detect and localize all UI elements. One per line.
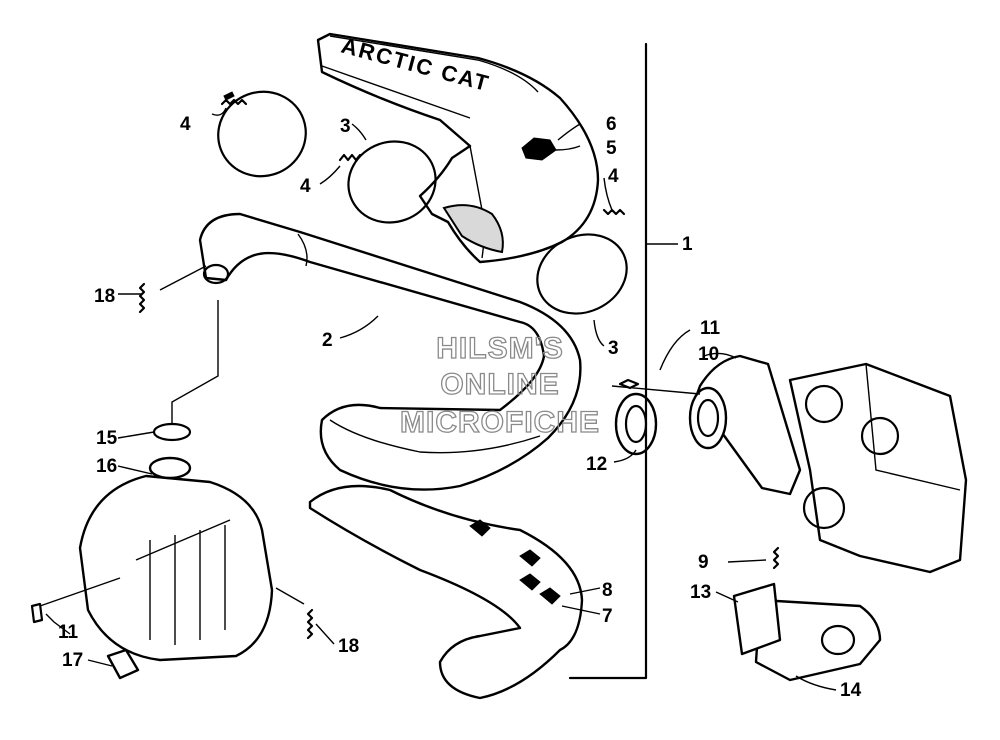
callout-4-right: 4	[608, 166, 619, 187]
callout-7: 7	[602, 606, 613, 627]
callout-6: 6	[606, 114, 617, 135]
callout-labels: 1 2 3 3 4 4 4 5 6 7 8 9 10 11 11 12 13 1…	[58, 114, 862, 701]
lower-heat-shield	[308, 484, 584, 700]
watermark-line-3: MICROFICHE	[400, 406, 600, 439]
clamp-ring-right	[536, 233, 628, 315]
upper-heat-shield: ARCTIC CAT	[316, 33, 600, 264]
engine-block	[788, 362, 968, 574]
callout-18-left: 18	[94, 286, 115, 307]
leader-lines	[39, 107, 837, 691]
callout-8: 8	[602, 580, 613, 601]
callout-1: 1	[682, 234, 693, 255]
callout-5: 5	[606, 138, 617, 159]
exhaust-manifold	[688, 354, 802, 496]
callout-3-upper: 3	[340, 116, 351, 137]
flange-plate	[732, 582, 882, 682]
callout-18-bottom: 18	[338, 636, 359, 657]
watermark-line-1: HILSM'S	[436, 332, 563, 365]
clip-11-left	[30, 602, 44, 624]
callout-15: 15	[96, 428, 118, 449]
gasket-15	[152, 422, 192, 442]
callout-11-right: 11	[700, 318, 721, 339]
watermark: HILSM'S ONLINE MICROFICHE	[399, 331, 600, 439]
spring-18-left	[138, 282, 146, 314]
spring-9	[772, 546, 780, 570]
callout-4-left: 4	[180, 114, 191, 135]
assembly-bracket-line	[568, 42, 648, 680]
callout-4-middle: 4	[300, 176, 311, 197]
callout-12: 12	[586, 454, 607, 475]
spring-4-middle	[338, 153, 362, 162]
spring-4-upper-left	[220, 98, 248, 106]
callout-3-lower: 3	[608, 338, 619, 359]
callout-13: 13	[690, 582, 711, 603]
callout-2: 2	[322, 330, 333, 351]
exhaust-seal-12	[614, 392, 658, 456]
muffler	[78, 456, 274, 680]
spring-18-bottom	[306, 608, 314, 640]
callout-10: 10	[698, 344, 719, 365]
clamp-ring-upper-left	[217, 90, 307, 178]
callout-16: 16	[96, 456, 117, 477]
callout-17: 17	[62, 650, 83, 671]
spring-4-right	[602, 208, 626, 216]
callout-11-left: 11	[58, 622, 79, 643]
clamp-ring-upper-middle	[347, 140, 437, 224]
watermark-line-2: ONLINE	[440, 368, 559, 401]
callout-9: 9	[698, 552, 709, 573]
callout-14: 14	[840, 680, 862, 701]
expansion-chamber-pipe	[198, 212, 582, 491]
